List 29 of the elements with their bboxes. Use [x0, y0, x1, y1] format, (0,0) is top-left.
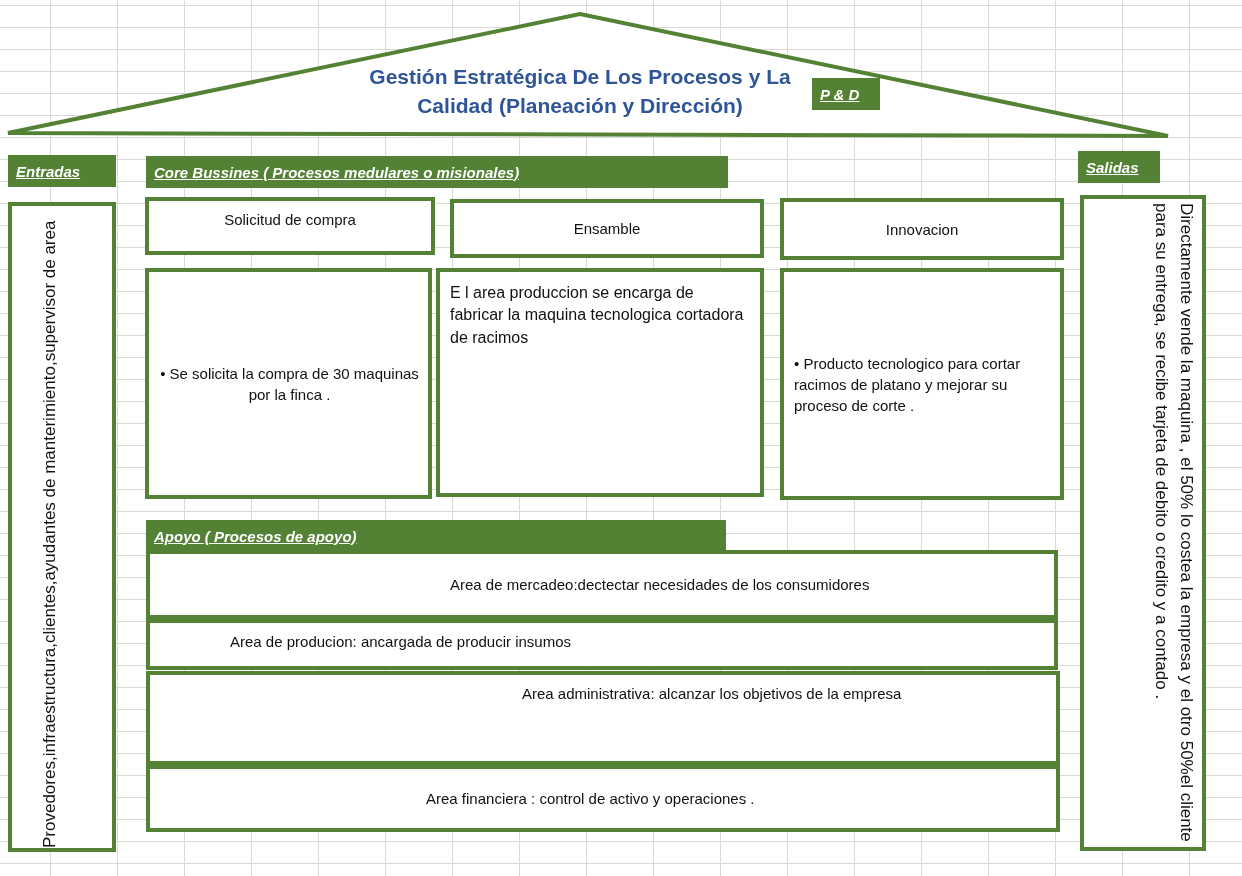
section-tab: Core Bussines ( Procesos medulares o misionales) — [146, 156, 728, 188]
header-text: Solicitud de compra — [224, 210, 356, 230]
inputs-panel — [8, 202, 116, 852]
section-tab: Salidas — [1078, 151, 1160, 183]
process-box — [145, 268, 432, 499]
header-text: Ensamble — [573, 219, 641, 239]
process-header-box — [145, 197, 435, 255]
section-tab: P & D — [812, 78, 880, 110]
support-area-box — [146, 765, 1060, 832]
body-text: Area de mercadeo:dectectar necesidades de los consumidores — [450, 575, 870, 595]
body-text: Area de producion: ancargada de producir insumos — [230, 632, 572, 652]
outputs-panel — [1080, 195, 1206, 851]
section-tab: Entradas — [8, 155, 116, 187]
header-text: Innovacion — [885, 219, 959, 240]
support-area-box — [146, 619, 1058, 670]
process-header-box — [450, 199, 764, 258]
bullet-text: • Producto tecnologico para cortar racimos de platano y mejorar su proceso de corte . — [794, 353, 1022, 416]
title-text: Gestión Estratégica De Los Procesos y La Calidad (Planeación y Dirección) — [368, 64, 792, 120]
body-text: Area administrativa: alcanzar los objetivos de la empresa — [522, 684, 902, 704]
body-text: Area financiera : control de activo y operaciones . — [426, 789, 755, 809]
process-box — [436, 268, 764, 497]
support-area-box — [146, 671, 1060, 765]
body-text: E l area produccion se encarga de fabricar la maquina tecnologica cortadora de racimos — [450, 283, 745, 348]
vertical-text: Provedores,infraestructura,clientes,ayudantes de manterimiento,supervisor de area — [39, 219, 60, 848]
section-tab: Apoyo ( Procesos de apoyo) — [146, 520, 726, 552]
process-box — [780, 268, 1064, 500]
vertical-text: Directamente vende la maquina , el 50% lo costea la empresa y el otro 50%el cliente para su entrega, se recibe tarjeta de debito o credito y a contado . — [1151, 203, 1197, 844]
bullet-text: • Se solicita la compra de 30 maquinas por la finca . — [159, 363, 420, 405]
process-header-box — [780, 198, 1064, 260]
